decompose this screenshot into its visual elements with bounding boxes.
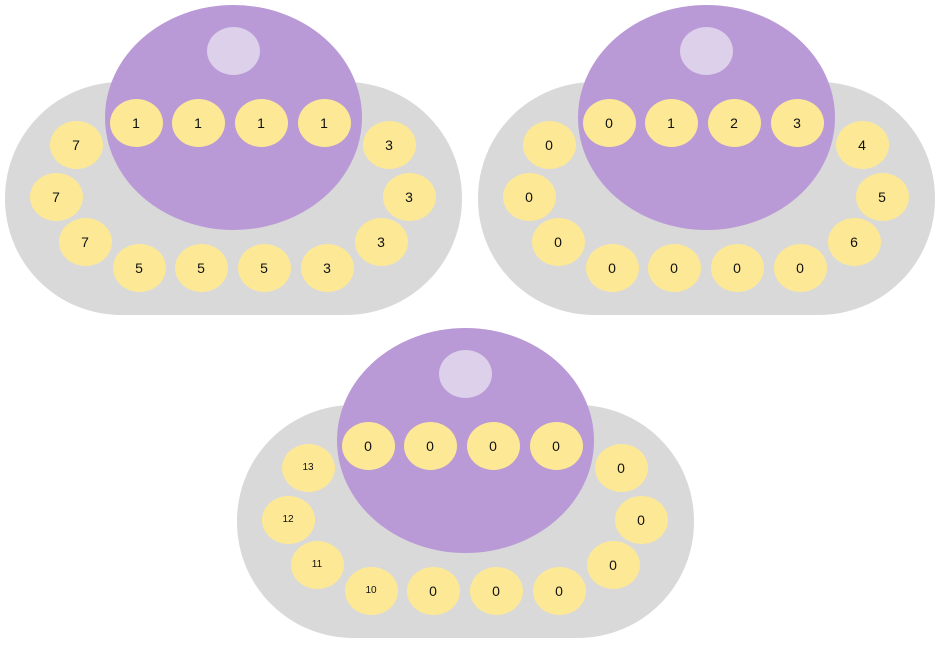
knob xyxy=(207,27,260,75)
knob xyxy=(439,350,492,398)
outer-bead: 0 xyxy=(522,121,576,169)
inner-bead: 3 xyxy=(770,99,824,147)
board-1: 1 1 1 1 7 7 7 5 5 5 3 3 3 3 xyxy=(0,0,462,320)
outer-bead: 0 xyxy=(594,444,648,492)
outer-bead: 12 xyxy=(261,496,315,544)
outer-bead: 7 xyxy=(58,218,112,266)
outer-bead: 7 xyxy=(29,173,83,221)
knob xyxy=(680,27,733,75)
outer-bead: 3 xyxy=(382,173,436,221)
outer-bead: 3 xyxy=(362,121,416,169)
outer-bead: 0 xyxy=(531,218,585,266)
outer-bead: 7 xyxy=(49,121,103,169)
inner-bead: 0 xyxy=(529,422,583,470)
inner-bead: 1 xyxy=(297,99,351,147)
outer-bead: 0 xyxy=(710,244,764,292)
outer-bead: 4 xyxy=(835,121,889,169)
outer-bead: 11 xyxy=(290,541,344,589)
outer-bead: 0 xyxy=(532,567,586,615)
inner-bead: 1 xyxy=(644,99,698,147)
outer-bead: 0 xyxy=(406,567,460,615)
outer-bead: 5 xyxy=(112,244,166,292)
inner-bead: 2 xyxy=(707,99,761,147)
outer-bead: 10 xyxy=(344,567,398,615)
inner-bead: 0 xyxy=(582,99,636,147)
inner-bead: 0 xyxy=(466,422,520,470)
outer-bead: 3 xyxy=(300,244,354,292)
inner-bead: 1 xyxy=(109,99,163,147)
outer-bead: 3 xyxy=(354,218,408,266)
outer-bead: 0 xyxy=(502,173,556,221)
outer-bead: 0 xyxy=(585,244,639,292)
outer-bead: 0 xyxy=(469,567,523,615)
board-3: 0 0 0 0 13 12 11 10 0 0 0 0 0 0 xyxy=(232,323,694,643)
outer-bead: 6 xyxy=(827,218,881,266)
outer-bead: 0 xyxy=(614,496,668,544)
outer-bead: 5 xyxy=(174,244,228,292)
outer-bead: 13 xyxy=(281,444,335,492)
board-2: 0 1 2 3 0 0 0 0 0 0 0 6 5 4 xyxy=(473,0,935,320)
outer-bead: 0 xyxy=(773,244,827,292)
outer-bead: 5 xyxy=(855,173,909,221)
inner-bead: 1 xyxy=(171,99,225,147)
inner-bead: 0 xyxy=(403,422,457,470)
outer-bead: 0 xyxy=(586,541,640,589)
outer-bead: 0 xyxy=(647,244,701,292)
outer-bead: 5 xyxy=(237,244,291,292)
inner-bead: 1 xyxy=(234,99,288,147)
inner-bead: 0 xyxy=(341,422,395,470)
